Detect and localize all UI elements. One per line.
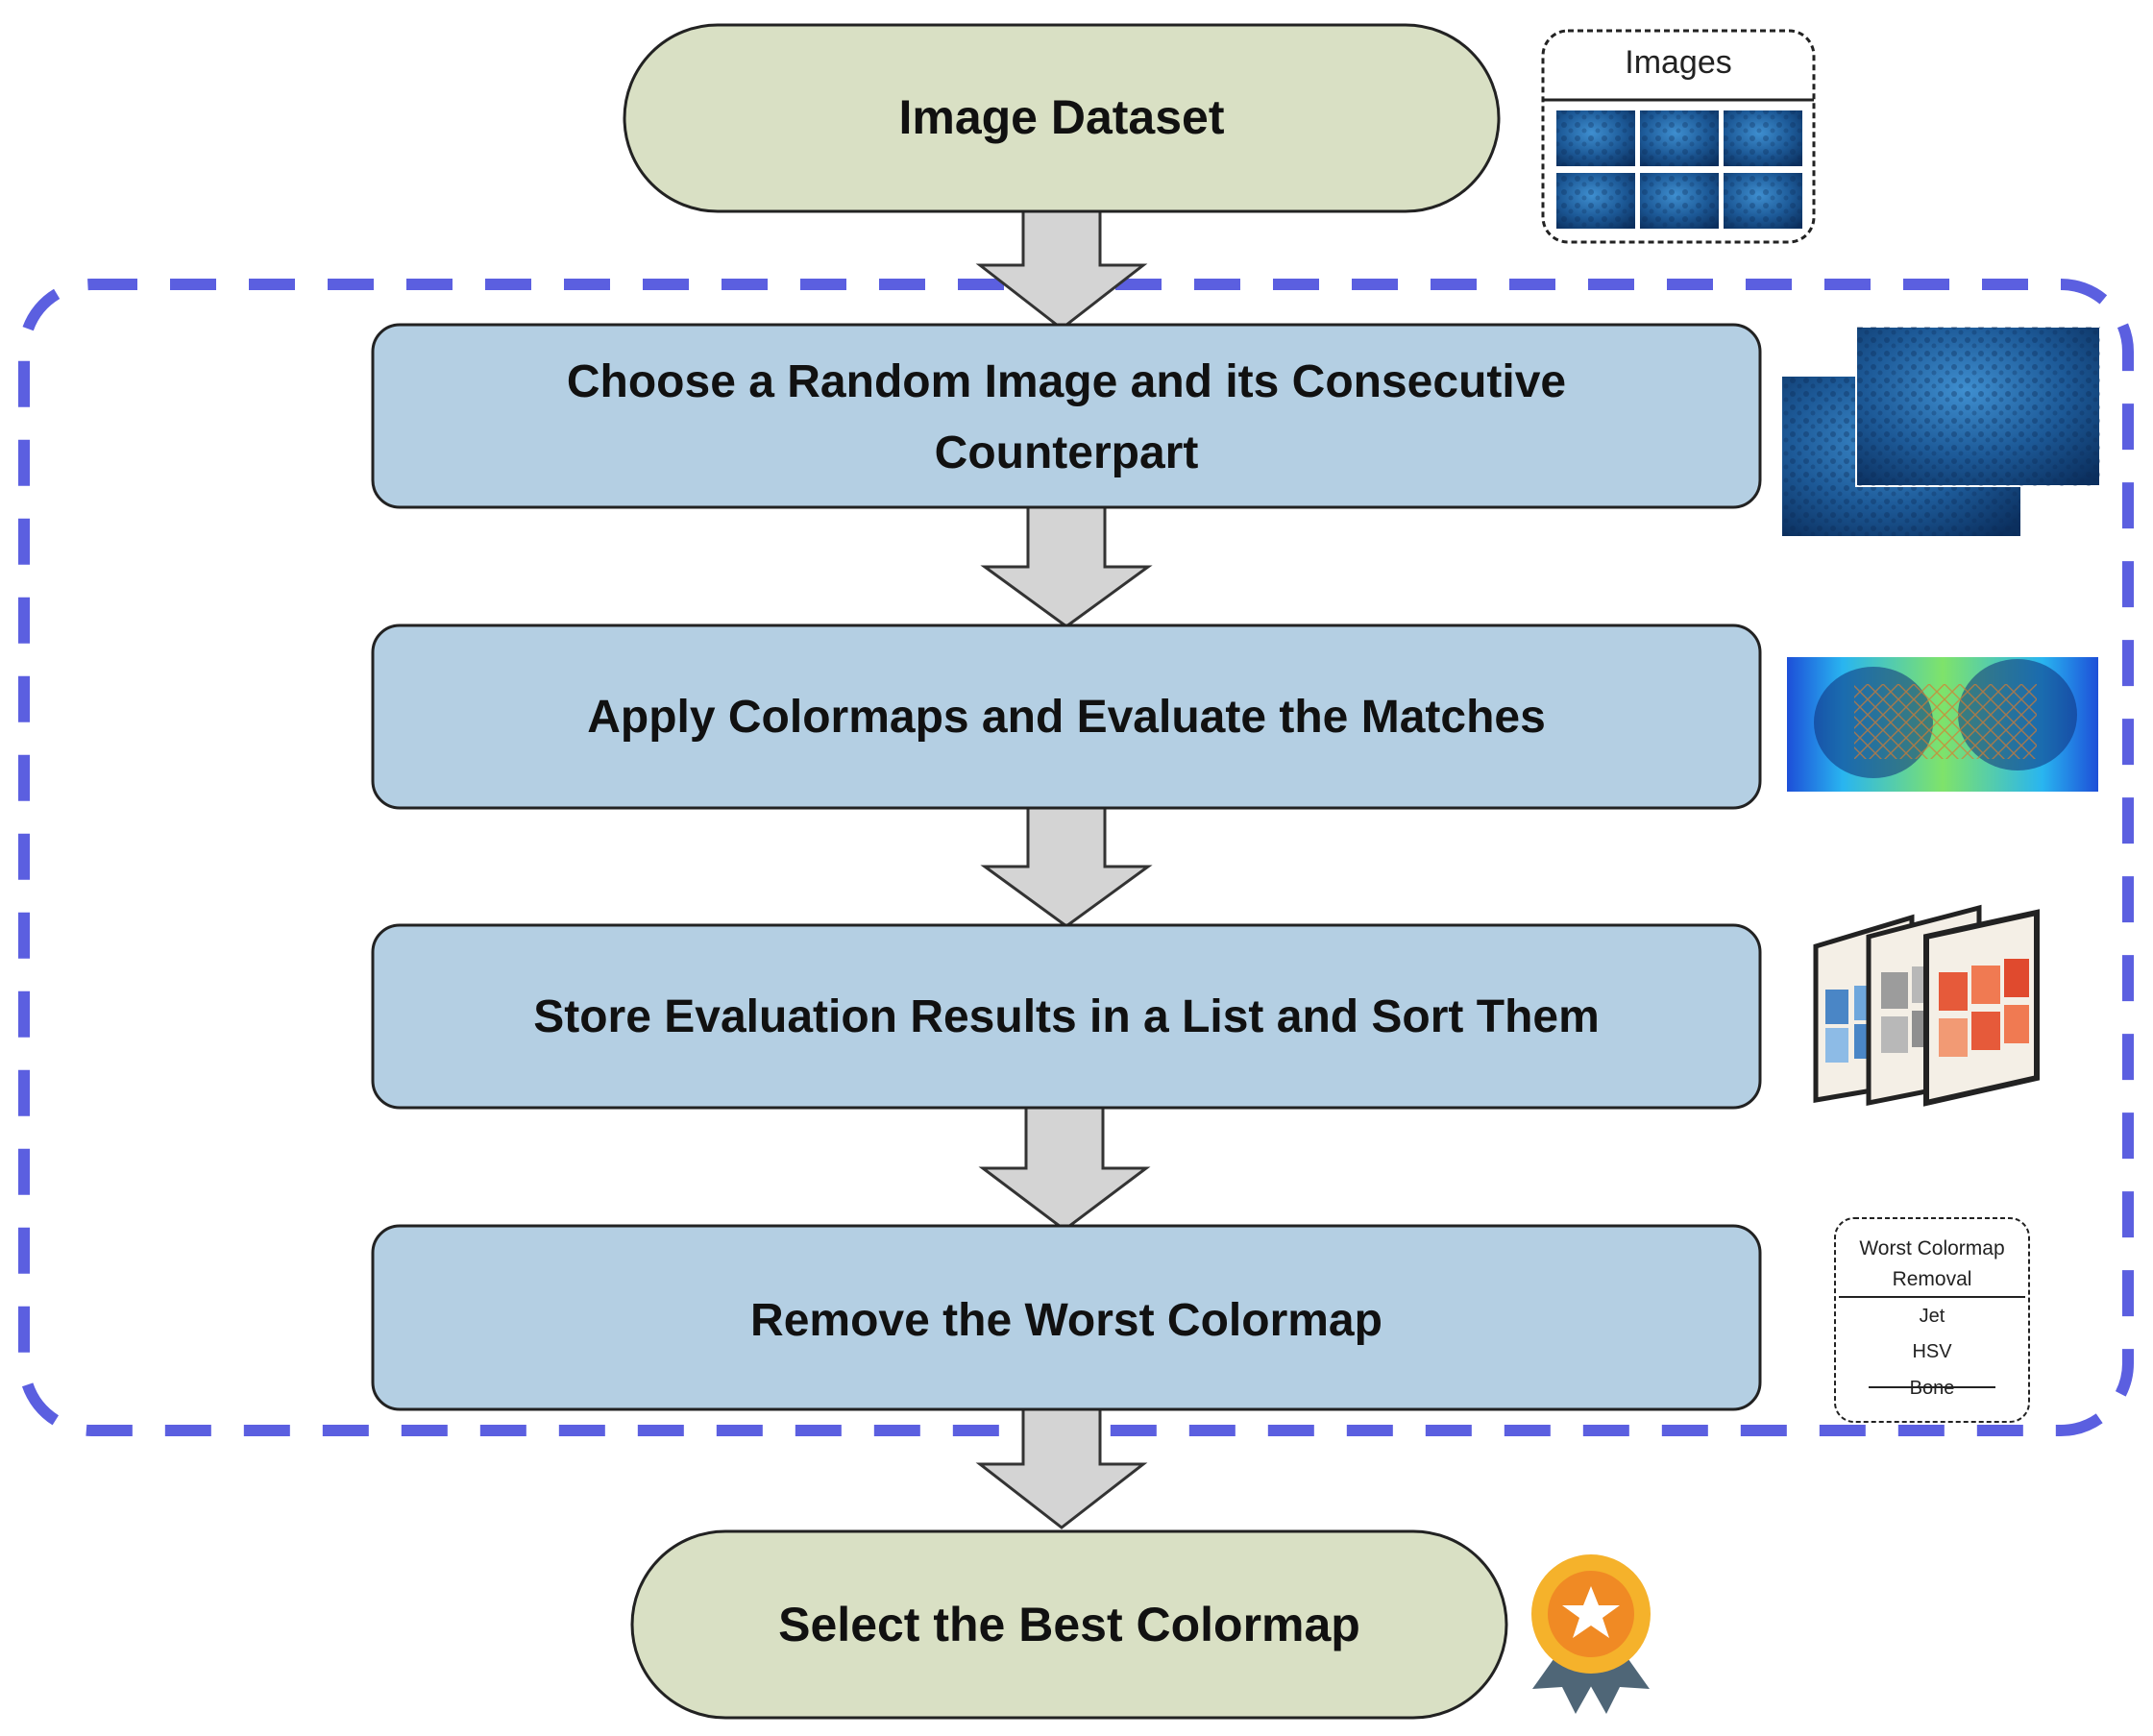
arrow-step4-to-end (975, 1407, 1148, 1529)
arrow-step2-to-step3 (980, 805, 1153, 928)
removal-card: Worst Colormap Removal Jet HSV Bone (1834, 1217, 2030, 1423)
step-remove-worst-label: Remove the Worst Colormap (750, 1295, 1382, 1346)
arrow-step3-to-step4 (978, 1105, 1151, 1232)
start-terminal (623, 23, 1501, 213)
step-apply-colormaps-label: Apply Colormaps and Evaluate the Matches (587, 692, 1546, 743)
step-choose-images (371, 323, 1762, 509)
image-pair-icon (1782, 326, 2101, 536)
removal-card-title-line2: Removal (1893, 1268, 1972, 1290)
start-label: Image Dataset (898, 90, 1224, 144)
image-grid-icon: Images (1541, 29, 1816, 244)
arrow-step1-to-step2 (980, 505, 1153, 628)
step-store-results (371, 923, 1762, 1110)
step-choose-images-line1: Choose a Random Image and its Consecutiv… (567, 356, 1566, 407)
step-store-results-label: Store Evaluation Results in a List and S… (533, 991, 1600, 1042)
medal-icon (1531, 1554, 1651, 1714)
removal-card-item: HSV (1912, 1341, 1952, 1362)
arrow-start-to-step1 (975, 209, 1148, 330)
step-apply-colormaps (371, 623, 1762, 810)
end-label: Select the Best Colormap (778, 1598, 1360, 1651)
step-choose-images-line2: Counterpart (935, 428, 1199, 478)
images-card-title: Images (1625, 44, 1732, 81)
end-terminal (630, 1529, 1508, 1720)
step-remove-worst (371, 1224, 1762, 1411)
removal-card-item: Jet (1920, 1306, 1945, 1327)
colormap-match-icon (1787, 657, 2098, 792)
removal-card-title-line1: Worst Colormap (1859, 1237, 2004, 1259)
sorted-list-icon (1813, 904, 2040, 1107)
